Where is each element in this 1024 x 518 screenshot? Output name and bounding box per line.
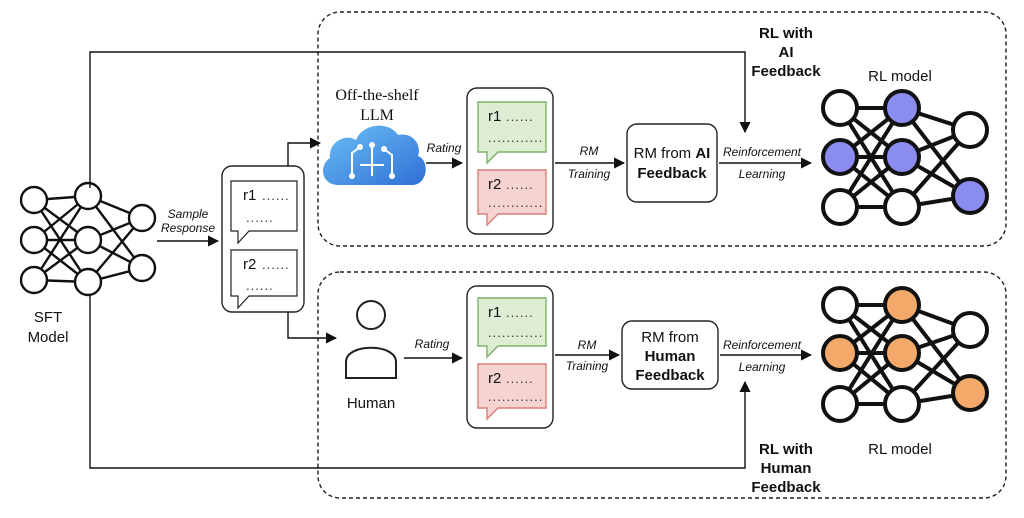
sampled-r2-dots: ...... bbox=[262, 257, 290, 272]
network-node bbox=[73, 181, 103, 211]
reinforcement-bottom-label-2: Learning bbox=[739, 360, 786, 374]
network-node bbox=[951, 311, 989, 349]
network-node bbox=[883, 385, 921, 423]
reinforcement-bottom-label-1: Reinforcement bbox=[723, 338, 802, 352]
rm-training-bottom-label-1: RM bbox=[578, 338, 597, 352]
network-node bbox=[883, 89, 921, 127]
rated-top-r1-dots-2: ............ bbox=[488, 130, 543, 145]
rm-human-feedback-label-line2: Human bbox=[645, 348, 696, 365]
network-node bbox=[73, 225, 103, 255]
sampled-r2-dots-2: ...... bbox=[246, 278, 274, 293]
rated-top-r2-bubble: r2 ...... ............ bbox=[477, 169, 547, 227]
rm-human-feedback-label-line3: Feedback bbox=[635, 367, 705, 384]
rated-top-r2-dots: ...... bbox=[506, 177, 534, 192]
reinforcement-top-label-2: Learning bbox=[739, 167, 786, 181]
rl-ai-title-line2: AI bbox=[779, 44, 794, 61]
network-node bbox=[821, 334, 859, 372]
network-node bbox=[127, 253, 157, 283]
network-node bbox=[19, 265, 49, 295]
rl-model-bottom-label: RL model bbox=[868, 441, 932, 458]
reinforcement-top-label-1: Reinforcement bbox=[723, 145, 802, 159]
rated-bottom-r2-dots-2: ............ bbox=[488, 389, 543, 404]
network-node bbox=[19, 225, 49, 255]
rated-bottom-r2-bubble: r2 ...... ............ bbox=[477, 363, 547, 421]
sampled-to-human-arrow bbox=[287, 312, 338, 344]
network-node bbox=[883, 334, 921, 372]
sampled-r1-dots-2: ...... bbox=[246, 210, 274, 225]
rl-ai-title-line1: RL with bbox=[759, 25, 813, 42]
cloud-icon bbox=[323, 125, 426, 185]
rm-training-top-label-1: RM bbox=[580, 144, 599, 158]
llm-label-line2: LLM bbox=[360, 107, 394, 124]
network-node bbox=[821, 286, 859, 324]
network-edge bbox=[87, 195, 143, 269]
rated-top-r1-dots: ...... bbox=[506, 109, 534, 124]
network-node bbox=[883, 138, 921, 176]
rlhf-group-box bbox=[317, 271, 1007, 499]
rm-ai-feedback-label-line2: Feedback bbox=[637, 165, 707, 182]
network-node bbox=[951, 374, 989, 412]
sample-response-label-2: Response bbox=[161, 221, 215, 235]
network-edge bbox=[838, 106, 904, 209]
network-node bbox=[883, 286, 921, 324]
rated-bottom-r1-label: r1 bbox=[488, 304, 501, 321]
rm-ai-feedback-box bbox=[626, 123, 718, 203]
rating-top-label: Rating bbox=[427, 141, 462, 155]
rl-model-human-network bbox=[821, 286, 989, 423]
sampled-r1-bubble: r1 ...... ...... bbox=[230, 180, 298, 245]
rl-ai-title-line3: Feedback bbox=[751, 63, 821, 80]
rated-bottom-r1-bubble: r1 ...... ............ bbox=[477, 297, 547, 359]
rating-bottom-label: Rating bbox=[415, 337, 450, 351]
rated-bottom-r1-dots-2: ............ bbox=[488, 325, 543, 340]
rated-bottom-r1-dots: ...... bbox=[506, 305, 534, 320]
rl-human-title-line2: Human bbox=[761, 460, 812, 477]
network-node bbox=[883, 188, 921, 226]
llm-label-line1: Off-the-shelf bbox=[335, 87, 419, 104]
rl-model-top-label: RL model bbox=[868, 68, 932, 85]
sampled-r1-label: r1 bbox=[243, 187, 256, 204]
sft-model-label-line2: Model bbox=[28, 329, 69, 346]
sampled-to-llm-arrow bbox=[287, 137, 322, 166]
human-icon bbox=[345, 300, 397, 379]
sampled-r1-dots: ...... bbox=[262, 188, 290, 203]
rm-human-feedback-label-line1: RM from bbox=[641, 329, 699, 346]
rl-model-ai-network bbox=[821, 89, 989, 226]
network-node bbox=[951, 111, 989, 149]
rm-training-top-label-2: Training bbox=[568, 167, 611, 181]
sft-model-label-line1: SFT bbox=[34, 309, 62, 326]
rated-bottom-r2-label: r2 bbox=[488, 370, 501, 387]
rl-human-title-line1: RL with bbox=[759, 441, 813, 458]
rated-top-r2-label: r2 bbox=[488, 176, 501, 193]
rated-top-r1-bubble: r1 ...... ............ bbox=[477, 101, 547, 165]
rated-top-r1-label: r1 bbox=[488, 108, 501, 125]
rm-training-bottom-label-2: Training bbox=[566, 359, 609, 373]
network-node bbox=[127, 203, 157, 233]
rated-bottom-r2-dots: ...... bbox=[506, 371, 534, 386]
network-node bbox=[821, 385, 859, 423]
sample-response-label-1: Sample bbox=[168, 207, 209, 221]
network-node bbox=[821, 89, 859, 127]
sampled-r2-bubble: r2 ...... ...... bbox=[230, 249, 298, 310]
network-node bbox=[73, 267, 103, 297]
network-node bbox=[821, 138, 859, 176]
sft-model-network bbox=[19, 181, 157, 297]
network-edge bbox=[838, 303, 904, 406]
rated-top-r2-dots-2: ............ bbox=[488, 195, 543, 210]
sft-to-rlhf-line bbox=[89, 295, 751, 469]
rl-human-title-line3: Feedback bbox=[751, 479, 821, 496]
rlaif-group-box bbox=[317, 11, 1007, 247]
network-node bbox=[821, 188, 859, 226]
network-edge bbox=[32, 195, 90, 281]
rm-ai-feedback-label-line1: RM from AI bbox=[634, 145, 711, 162]
sampled-r2-label: r2 bbox=[243, 256, 256, 273]
human-label: Human bbox=[347, 395, 395, 412]
network-node bbox=[19, 185, 49, 215]
sft-to-rlaif-line bbox=[89, 51, 751, 188]
rm-human-feedback-box bbox=[621, 320, 719, 390]
network-node bbox=[951, 177, 989, 215]
